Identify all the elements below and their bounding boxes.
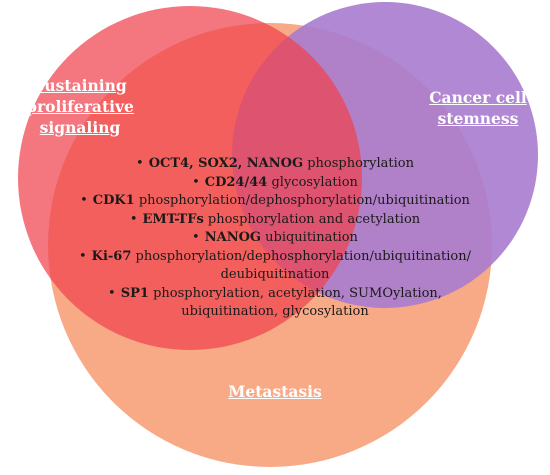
modification-text: phosphorylation/dephosphorylation/ubiqui… <box>134 193 470 208</box>
label-cancer-cell-stemness: Cancer cell stemness <box>418 87 538 129</box>
bullet: • <box>78 248 87 264</box>
list-item: •Ki-67 phosphorylation/dephosphorylation… <box>40 248 510 285</box>
protein-name: EMT-TFs <box>142 211 204 227</box>
modification-text-continued: deubiquitination <box>220 267 330 282</box>
list-item: •CD24/44 glycosylation <box>40 174 510 193</box>
center-item-list: •OCT4, SOX2, NANOG phosphorylation •CD24… <box>40 155 510 322</box>
bullet: • <box>192 174 200 190</box>
bullet: • <box>108 285 116 301</box>
protein-name: NANOG <box>204 230 261 245</box>
modification-text: phosphorylation <box>303 156 414 171</box>
list-item: • NANOG ubiquitination <box>40 229 510 248</box>
circle-proliferation <box>18 6 362 350</box>
bullet: • <box>136 156 144 171</box>
modification-text: phosphorylation, acetylation, SUMOylatio… <box>148 285 442 301</box>
label-line: stemness <box>437 109 519 128</box>
protein-name: OCT4, SOX2, NANOG <box>148 156 304 171</box>
label-metastasis: Metastasis <box>200 381 350 402</box>
modification-text: phosphorylation and acetylation <box>203 211 421 227</box>
list-item: • CDK1 phosphorylation/dephosphorylation/… <box>40 192 510 211</box>
protein-name: CDK1 <box>92 193 135 208</box>
modification-text-continued: ubiquitination, glycosylation <box>181 304 369 319</box>
modification-text: ubiquitination <box>261 230 358 245</box>
protein-name: Ki-67 <box>91 248 132 264</box>
list-item: •EMT-TFs phosphorylation and acetylation <box>40 211 510 230</box>
protein-name: CD24/44 <box>204 174 268 190</box>
list-item: • OCT4, SOX2, NANOG phosphorylation <box>40 155 510 174</box>
modification-text: glycosylation <box>267 174 358 190</box>
label-line: Cancer cell <box>429 88 527 107</box>
bullet: • <box>192 230 200 245</box>
label-line: signaling <box>39 118 121 137</box>
label-proliferative-signaling: Sustaining proliferative signaling <box>10 75 150 138</box>
bullet: • <box>129 211 138 227</box>
label-line: proliferative <box>26 97 134 116</box>
label-line: Metastasis <box>228 382 322 401</box>
label-line: Sustaining <box>33 76 127 95</box>
protein-name: SP1 <box>120 285 149 301</box>
bullet: • <box>80 193 88 208</box>
list-item: •SP1 phosphorylation, acetylation, SUMOy… <box>40 285 510 322</box>
modification-text: phosphorylation/dephosphorylation/ubiqui… <box>131 248 471 264</box>
